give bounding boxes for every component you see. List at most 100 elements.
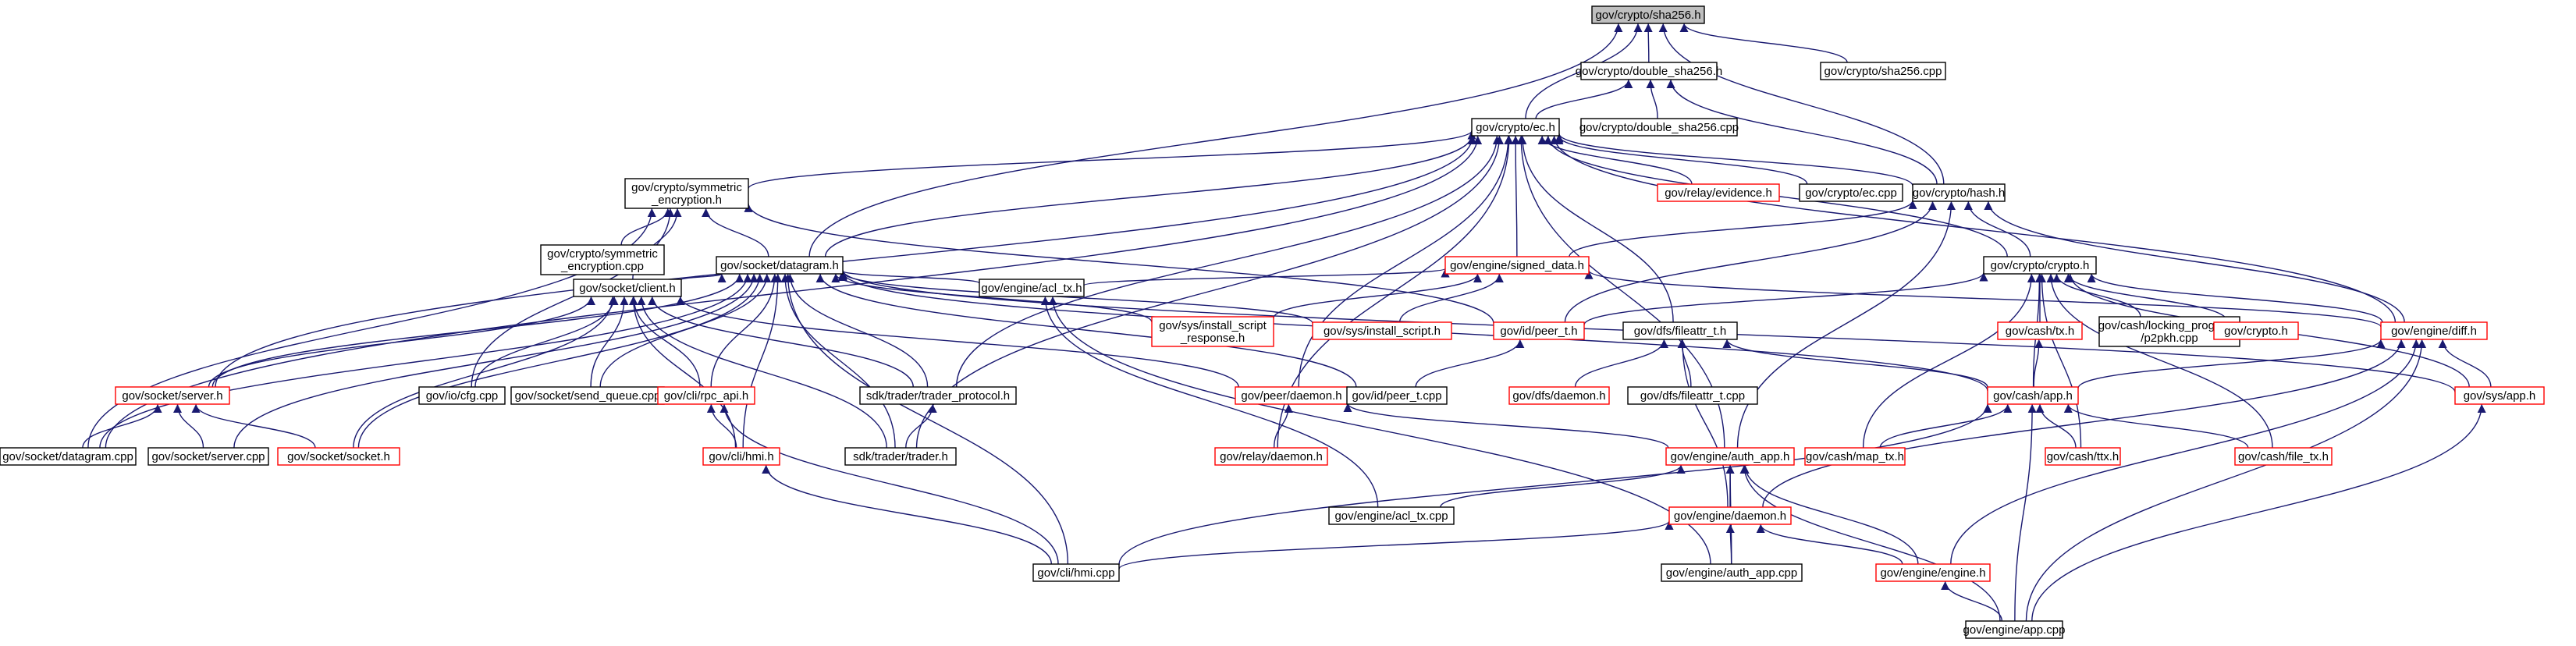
edge-file_tx_h-to-cash_app_h <box>2063 403 2249 449</box>
edge-install_script_response_h-to-datagram_h <box>831 273 1153 323</box>
node-box <box>540 244 665 275</box>
node-install-script-response-h[interactable]: gov/sys/install_script_response.h <box>1151 316 1274 347</box>
node-hash-h[interactable]: gov/crypto/hash.h <box>1912 183 2006 202</box>
node-label: gov/engine/acl_tx.h <box>981 282 1082 295</box>
edge-trader_h-to-client_h <box>637 296 887 449</box>
node-ec-cpp[interactable]: gov/crypto/ec.cpp <box>1799 183 1903 202</box>
node-label: gov/socket/send_queue.cpp <box>515 389 661 403</box>
node-symenc-h[interactable]: gov/crypto/symmetric_encryption.h <box>624 178 749 209</box>
node-diff-h[interactable]: gov/engine/diff.h <box>2380 321 2488 340</box>
node-send-queue-cpp[interactable]: gov/socket/send_queue.cpp <box>510 386 665 405</box>
node-label: gov/id/peer_t.cpp <box>1352 389 1441 403</box>
node-box <box>1627 386 1758 405</box>
node-engine-daemon-h[interactable]: gov/engine/daemon.h <box>1668 506 1792 525</box>
node-crypto-h[interactable]: gov/crypto/crypto.h <box>1983 256 2097 275</box>
edge-app_cpp-to-auth_app_h <box>1739 464 2001 622</box>
edge-auth_app_cpp-to-engine_daemon_h <box>1725 524 1735 565</box>
edge-file_tx_h-to-crypto_h <box>2046 273 2273 449</box>
node-dfs-daemon-h[interactable]: gov/dfs/daemon.h <box>1508 386 1610 405</box>
edge-send_queue_cpp-to-client_h <box>590 296 629 388</box>
node-auth-app-cpp[interactable]: gov/engine/auth_app.cpp <box>1661 563 1803 582</box>
edge-dfs_daemon_h-to-fileattr_t_h <box>1574 339 1669 388</box>
node-label: gov/crypto/double_sha256.h <box>1576 65 1722 78</box>
node-box <box>115 386 230 405</box>
node-server-h[interactable]: gov/socket/server.h <box>115 386 230 405</box>
node-label: gov/engine/signed_data.h <box>1450 259 1584 272</box>
node-double-sha256-h[interactable]: gov/crypto/double_sha256.h <box>1576 62 1722 80</box>
edge-client_h-to-datagram_h <box>680 273 727 283</box>
edge-socket_h-to-datagram_h <box>357 273 765 449</box>
node-signed-data-h[interactable]: gov/engine/signed_data.h <box>1444 256 1590 275</box>
edge-cfg_cpp-to-client_h <box>474 296 619 388</box>
node-ttx-h[interactable]: gov/cash/ttx.h <box>2045 447 2121 466</box>
node-box <box>1668 506 1792 525</box>
edge-socket_h-to-client_h <box>353 296 617 449</box>
node-box <box>1875 563 1991 582</box>
node-label: _encryption.h <box>651 193 722 207</box>
node-rpc-api-h[interactable]: gov/cli/rpc_api.h <box>657 386 755 405</box>
node-hmi-cpp[interactable]: gov/cli/hmi.cpp <box>1032 563 1120 582</box>
node-label: gov/engine/app.cpp <box>1963 623 2066 637</box>
edge-rpc_api_h-to-datagram_h <box>710 273 780 388</box>
node-auth-app-h[interactable]: gov/engine/auth_app.h <box>1665 447 1795 466</box>
node-label: gov/socket/server.h <box>122 389 222 403</box>
node-socket-h[interactable]: gov/socket/socket.h <box>277 447 400 466</box>
edge-ec_cpp-to-ec_h <box>1554 135 1808 185</box>
node-server-cpp[interactable]: gov/socket/server.cpp <box>147 447 269 466</box>
edge-sha256_cpp-to-sha256_h <box>1679 23 1848 63</box>
node-label: gov/socket/datagram.h <box>720 259 839 272</box>
edge-server_h-to-ec_h <box>215 135 1477 388</box>
node-peer-t-h[interactable]: gov/id/peer_t.h <box>1493 321 1585 340</box>
node-client-h[interactable]: gov/socket/client.h <box>573 279 682 297</box>
edge-auth_app_h-to-peer_daemon_h <box>1343 403 1669 449</box>
node-sha256-cpp[interactable]: gov/crypto/sha256.cpp <box>1820 62 1946 80</box>
node-box <box>1508 386 1610 405</box>
edge-cash_app_h-to-cash_tx_h <box>2033 339 2044 388</box>
node-box <box>2380 321 2488 340</box>
edge-peer_t_cpp-to-datagram_h <box>815 273 1357 388</box>
node-label: gov/socket/client.h <box>579 282 675 295</box>
node-label: gov/engine/auth_app.cpp <box>1666 566 1797 580</box>
node-box <box>1661 563 1803 582</box>
edge-datagram_h-to-ec_h <box>824 135 1476 257</box>
edge-server_h-to-client_h <box>208 296 596 388</box>
node-map-tx-h[interactable]: gov/cash/map_tx.h <box>1804 447 1906 466</box>
node-peer-daemon-h[interactable]: gov/peer/daemon.h <box>1235 386 1348 405</box>
node-install-script-h[interactable]: gov/sys/install_script.h <box>1312 321 1452 340</box>
node-sys-app-h[interactable]: gov/sys/app.h <box>2454 386 2545 405</box>
edge-datagram_h-to-sha256_h <box>808 23 1623 257</box>
edge-hmi_h-to-client_h <box>628 296 737 449</box>
node-label: gov/peer/daemon.h <box>1241 389 1341 403</box>
node-engine-h[interactable]: gov/engine/engine.h <box>1875 563 1991 582</box>
edge-crypto_h-to-hash_h <box>1963 201 2031 257</box>
node-box <box>573 279 682 297</box>
edge-datagram_cpp-to-ec_h <box>105 135 1483 449</box>
node-datagram-cpp[interactable]: gov/socket/datagram.cpp <box>0 447 137 466</box>
node-box <box>1997 321 2083 340</box>
node-trader-protocol-h[interactable]: sdk/trader/trader_protocol.h <box>859 386 1017 405</box>
node-symenc-cpp[interactable]: gov/crypto/symmetric_encryption.cpp <box>540 244 665 275</box>
node-label: gov/crypto/ec.h <box>1476 121 1555 134</box>
edge-map_tx_h-to-crypto_h <box>1862 273 2036 449</box>
node-acl-tx-cpp[interactable]: gov/engine/acl_tx.cpp <box>1328 506 1455 525</box>
node-datagram-h[interactable]: gov/socket/datagram.h <box>716 256 844 275</box>
node-hmi-h[interactable]: gov/cli/hmi.h <box>702 447 780 466</box>
node-crypto-crypto-h[interactable]: gov/crypto.h <box>2213 321 2299 340</box>
node-peer-t-cpp[interactable]: gov/id/peer_t.cpp <box>1346 386 1448 405</box>
node-fileattr-t-cpp[interactable]: gov/dfs/fileattr_t.cpp <box>1627 386 1758 405</box>
node-trader-h[interactable]: sdk/trader/trader.h <box>844 447 957 466</box>
node-cash-app-h[interactable]: gov/cash/app.h <box>1987 386 2079 405</box>
node-relay-evidence-h[interactable]: gov/relay/evidence.h <box>1657 183 1780 202</box>
node-ec-h[interactable]: gov/crypto/ec.h <box>1471 118 1560 137</box>
node-acl-tx-h[interactable]: gov/engine/acl_tx.h <box>979 279 1085 297</box>
node-relay-daemon-h[interactable]: gov/relay/daemon.h <box>1214 447 1328 466</box>
node-file-tx-h[interactable]: gov/cash/file_tx.h <box>2234 447 2333 466</box>
node-app-cpp[interactable]: gov/engine/app.cpp <box>1963 620 2066 639</box>
node-cash-tx-h[interactable]: gov/cash/tx.h <box>1997 321 2083 340</box>
edge-crypto_crypto_h-to-crypto_h <box>2063 273 2229 323</box>
node-double-sha256-cpp[interactable]: gov/crypto/double_sha256.cpp <box>1579 118 1739 137</box>
node-cfg-cpp[interactable]: gov/io/cfg.cpp <box>418 386 506 405</box>
edge-app_cpp-to-sys_app_h <box>2031 403 2486 622</box>
node-fileattr-t-h[interactable]: gov/dfs/fileattr_t.h <box>1622 321 1738 340</box>
edge-diff_h-to-hash_h <box>1984 201 2405 323</box>
